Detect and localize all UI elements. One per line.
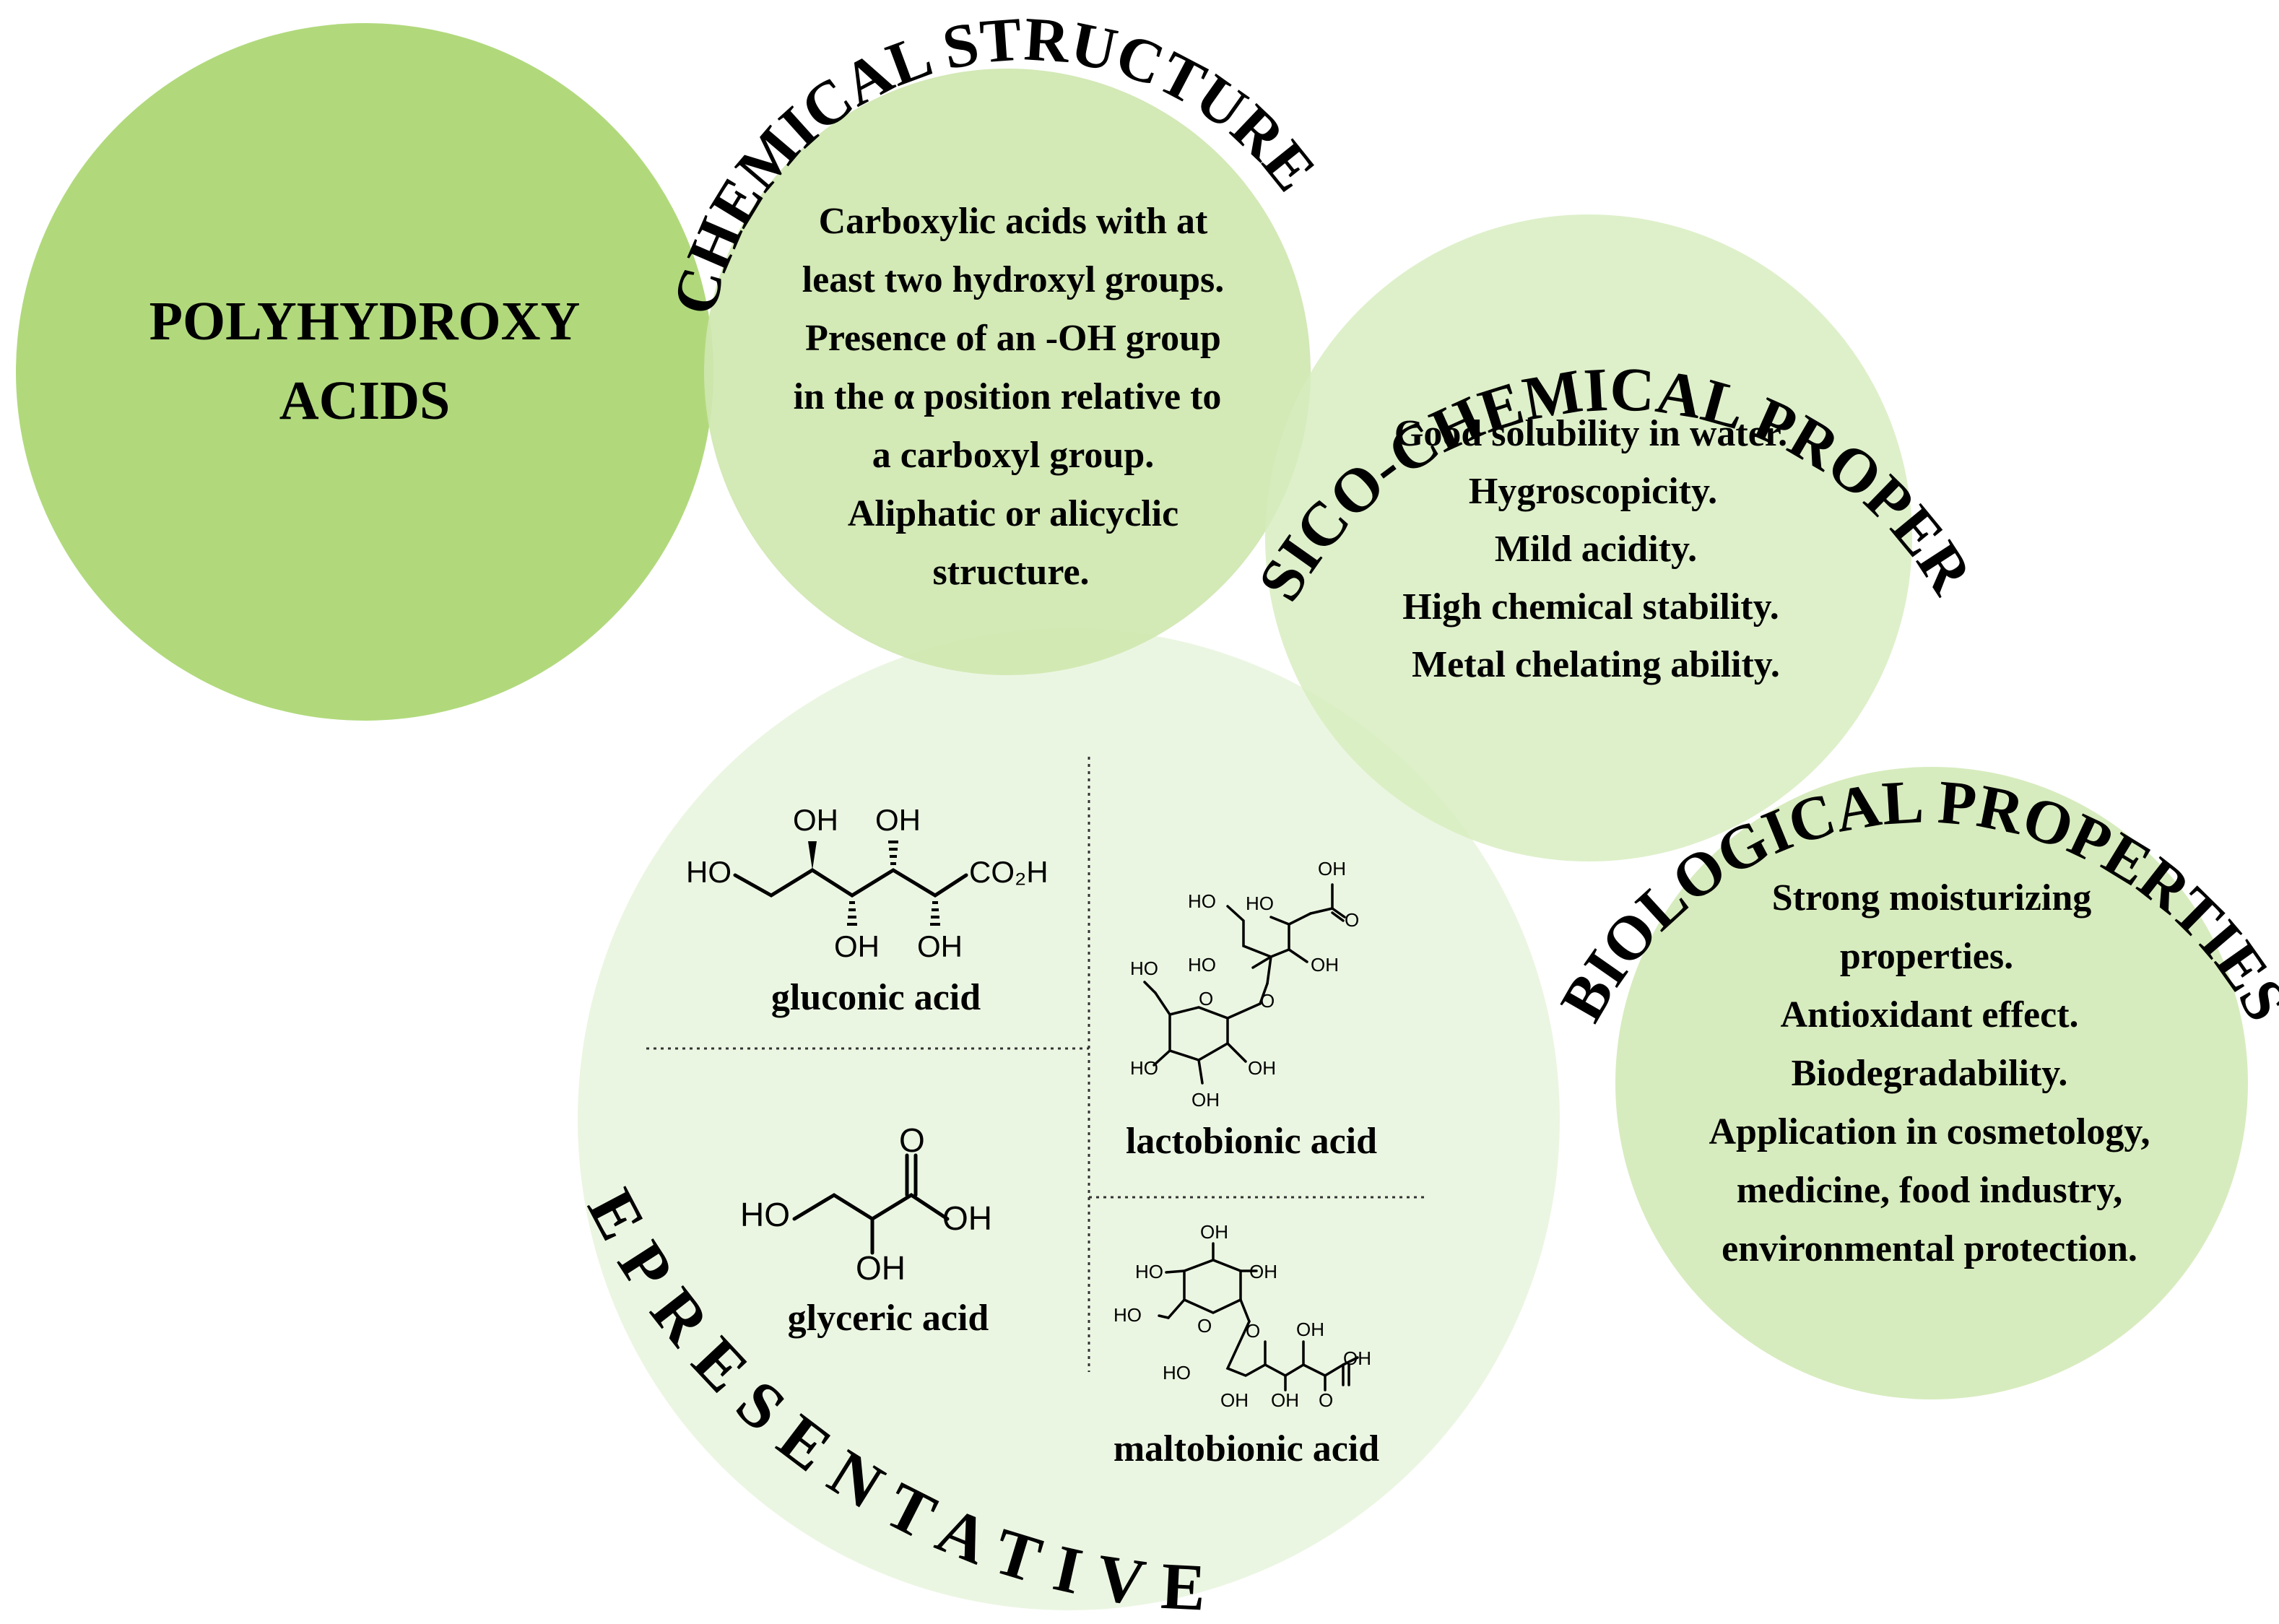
structure-line: Carboxylic acids with at xyxy=(819,201,1208,242)
atom-label: OH xyxy=(942,1199,992,1237)
maltobionic-acid-structure: OH HO OH HO O O OH OH HO OH OH O maltobi… xyxy=(1114,1221,1379,1469)
bio-text: Strong moisturizing properties. Antioxid… xyxy=(1709,877,2150,1269)
atom-label: OH xyxy=(1318,858,1346,880)
atom-label: HO xyxy=(1130,1057,1158,1079)
glyceric-acid-name: glyceric acid xyxy=(788,1298,989,1339)
atom-label: O xyxy=(899,1121,925,1159)
physico-line: Mild acidity. xyxy=(1495,529,1697,570)
structure-line: in the α position relative to xyxy=(794,376,1222,417)
bio-line: environmental protection. xyxy=(1722,1228,2137,1269)
atom-label: OH xyxy=(1248,1057,1276,1079)
atom-label: OH xyxy=(1343,1347,1371,1369)
atom-label: HO xyxy=(1135,1261,1163,1282)
wedge-bond xyxy=(808,841,817,870)
structure-line: a carboxyl group. xyxy=(872,435,1155,476)
atom-label: OH xyxy=(1271,1389,1299,1411)
main-title-line1: POLYHYDROXY xyxy=(149,291,581,352)
gluconic-acid-name: gluconic acid xyxy=(771,977,981,1018)
atom-label: OH xyxy=(856,1249,906,1287)
bio-line: Application in cosmetology, xyxy=(1709,1111,2150,1152)
physico-text: Good solubility in water. Hygroscopicity… xyxy=(1394,413,1787,685)
bio-line: medicine, food industry, xyxy=(1737,1170,2123,1211)
structure-circle xyxy=(704,69,1311,675)
gluconic-acid-structure: HO OH OH OH OH CO₂H gluconic acid xyxy=(686,803,1049,1018)
hash-bond xyxy=(847,841,940,926)
bio-circle xyxy=(1615,767,2248,1399)
lactobionic-acid-structure: OH O HO HO HO OH HO O O HO OH OH lactobi… xyxy=(1126,858,1377,1162)
atom-label: O xyxy=(1319,1389,1333,1411)
atom-label: HO xyxy=(1130,958,1158,979)
atom-label: OH xyxy=(1311,954,1339,976)
atom-label: O xyxy=(1199,988,1213,1009)
physico-line: Hygroscopicity. xyxy=(1469,471,1717,512)
atom-label: OH xyxy=(875,803,921,837)
lactobionic-acid-name: lactobionic acid xyxy=(1126,1121,1377,1162)
atom-label: OH xyxy=(793,803,838,837)
atom-label: O xyxy=(1260,990,1275,1012)
bio-line: Strong moisturizing xyxy=(1772,877,2092,919)
structure-line: Aliphatic or alicyclic xyxy=(848,493,1178,534)
representatives-circle xyxy=(578,628,1560,1610)
atom-label: HO xyxy=(1163,1362,1191,1384)
atom-label: OH xyxy=(1249,1261,1277,1282)
atom-label: OH xyxy=(1200,1221,1228,1243)
atom-label: OH xyxy=(1220,1389,1249,1411)
structure-line: least two hydroxyl groups. xyxy=(802,259,1225,300)
structure-line: Presence of an -OH group xyxy=(805,318,1221,359)
atom-label: O xyxy=(1345,909,1359,931)
bio-line: Biodegradability. xyxy=(1792,1053,2068,1094)
structure-line: structure. xyxy=(932,552,1089,593)
atom-label: HO xyxy=(1114,1304,1142,1326)
maltobionic-acid-name: maltobionic acid xyxy=(1114,1428,1379,1469)
structure-text: Carboxylic acids with at least two hydro… xyxy=(794,201,1225,593)
atom-label: OH xyxy=(834,929,880,963)
physico-line: High chemical stability. xyxy=(1402,586,1779,628)
atom-label: HO xyxy=(1188,954,1216,976)
physico-circle xyxy=(1265,214,1912,861)
atom-label: OH xyxy=(917,929,963,963)
atom-label: CO₂H xyxy=(969,855,1049,889)
atom-label: HO xyxy=(740,1196,790,1233)
atom-label: OH xyxy=(1191,1089,1220,1111)
physico-line: Metal chelating ability. xyxy=(1412,644,1780,685)
atom-label: HO xyxy=(686,855,732,889)
main-title-line2: ACIDS xyxy=(279,370,451,431)
bio-line: properties. xyxy=(1840,936,2013,977)
main-circle xyxy=(16,23,713,721)
atom-label: HO xyxy=(1246,893,1274,914)
physico-line: Good solubility in water. xyxy=(1394,413,1787,454)
bio-line: Antioxidant effect. xyxy=(1780,994,2078,1035)
atom-label: O xyxy=(1246,1320,1260,1342)
glyceric-acid-structure: HO O OH OH glyceric acid xyxy=(740,1121,992,1339)
atom-label: HO xyxy=(1188,890,1216,912)
atom-label: OH xyxy=(1296,1319,1324,1340)
atom-label: O xyxy=(1197,1315,1212,1337)
